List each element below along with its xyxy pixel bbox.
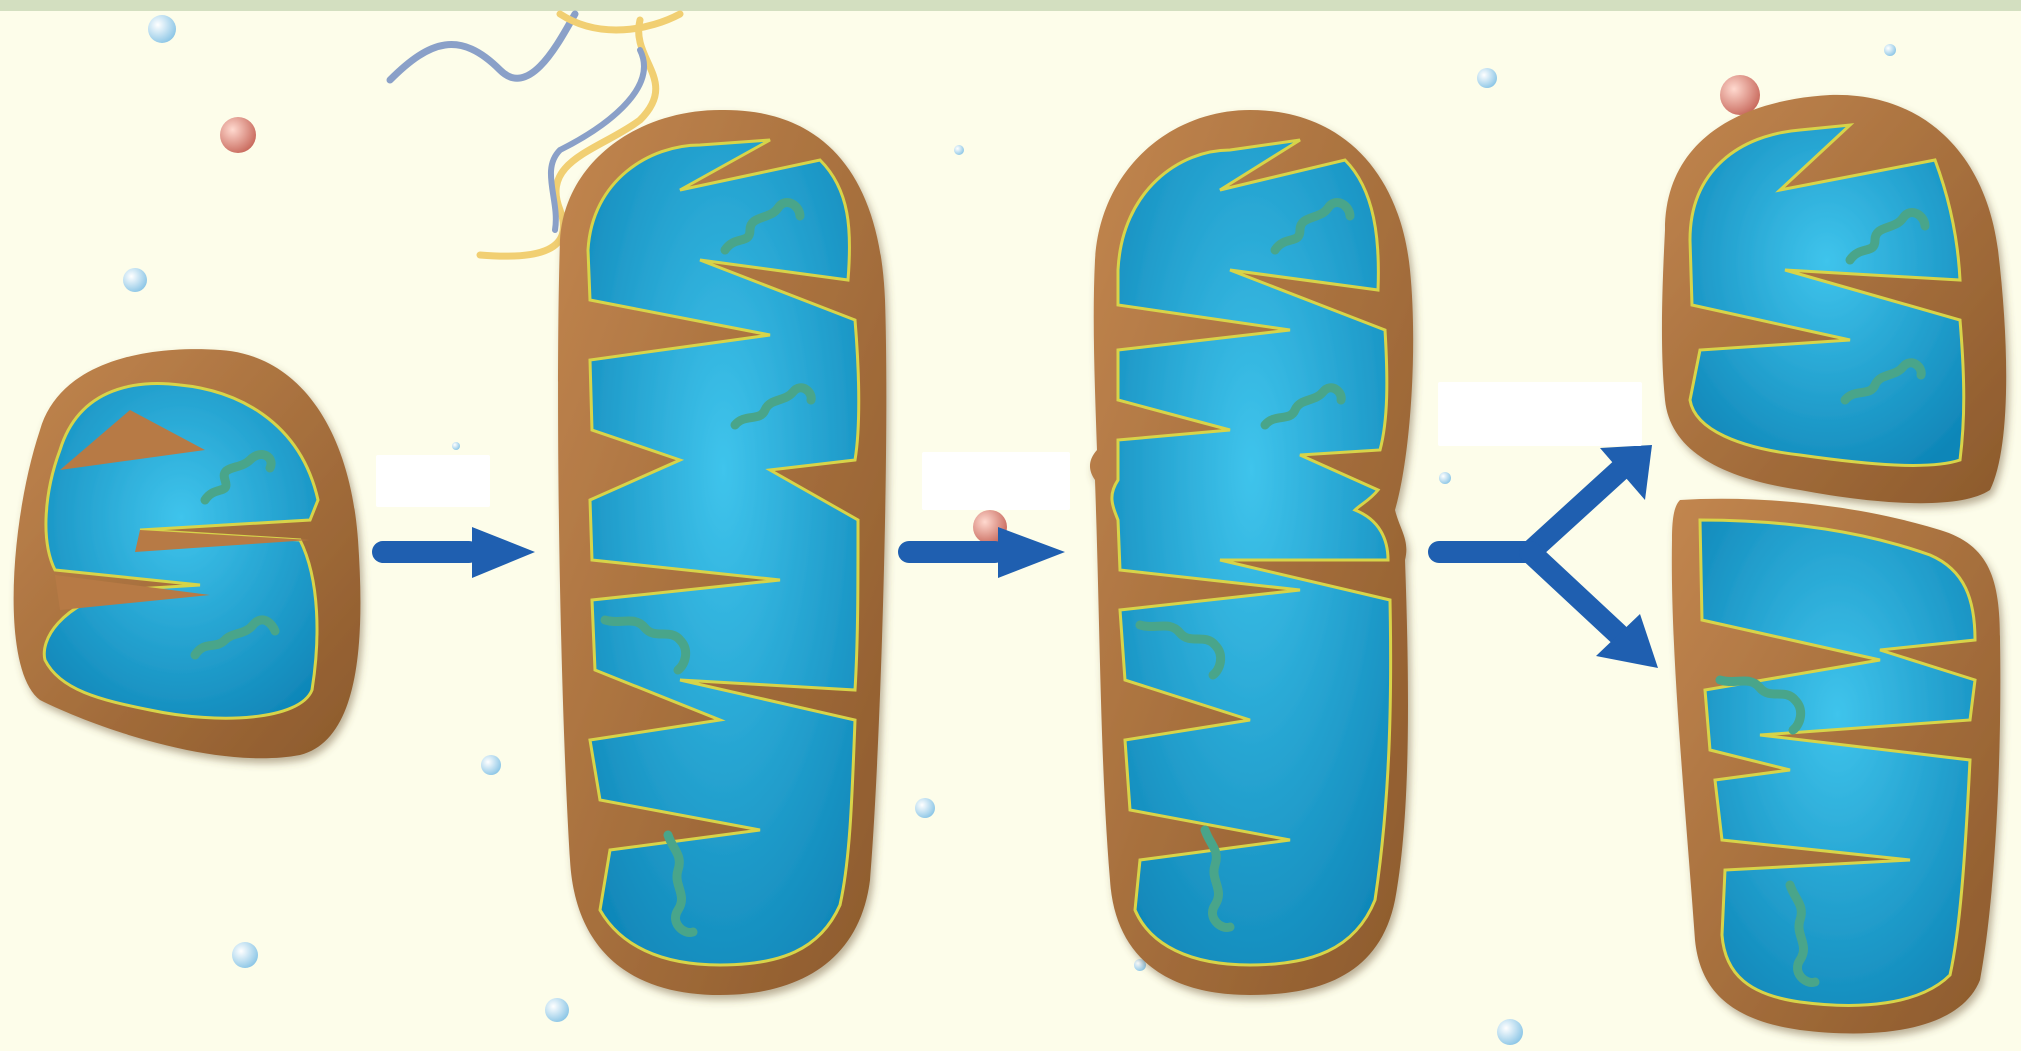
label-box-1: [376, 455, 490, 507]
label-box-3: [1438, 382, 1642, 446]
arrow-1: [372, 527, 535, 578]
label-box-2: [922, 452, 1070, 510]
bubbles-decoration: [123, 15, 1896, 1045]
mitochondrion-daughter-top: [1662, 95, 2006, 503]
mitochondrion-daughter-bottom: [1672, 499, 2001, 1034]
mitochondrion-original: [14, 349, 361, 758]
mitochondrion-constricting: [1090, 110, 1413, 995]
arrow-3-branching: [1428, 445, 1658, 668]
mitochondrion-elongated: [558, 110, 886, 995]
